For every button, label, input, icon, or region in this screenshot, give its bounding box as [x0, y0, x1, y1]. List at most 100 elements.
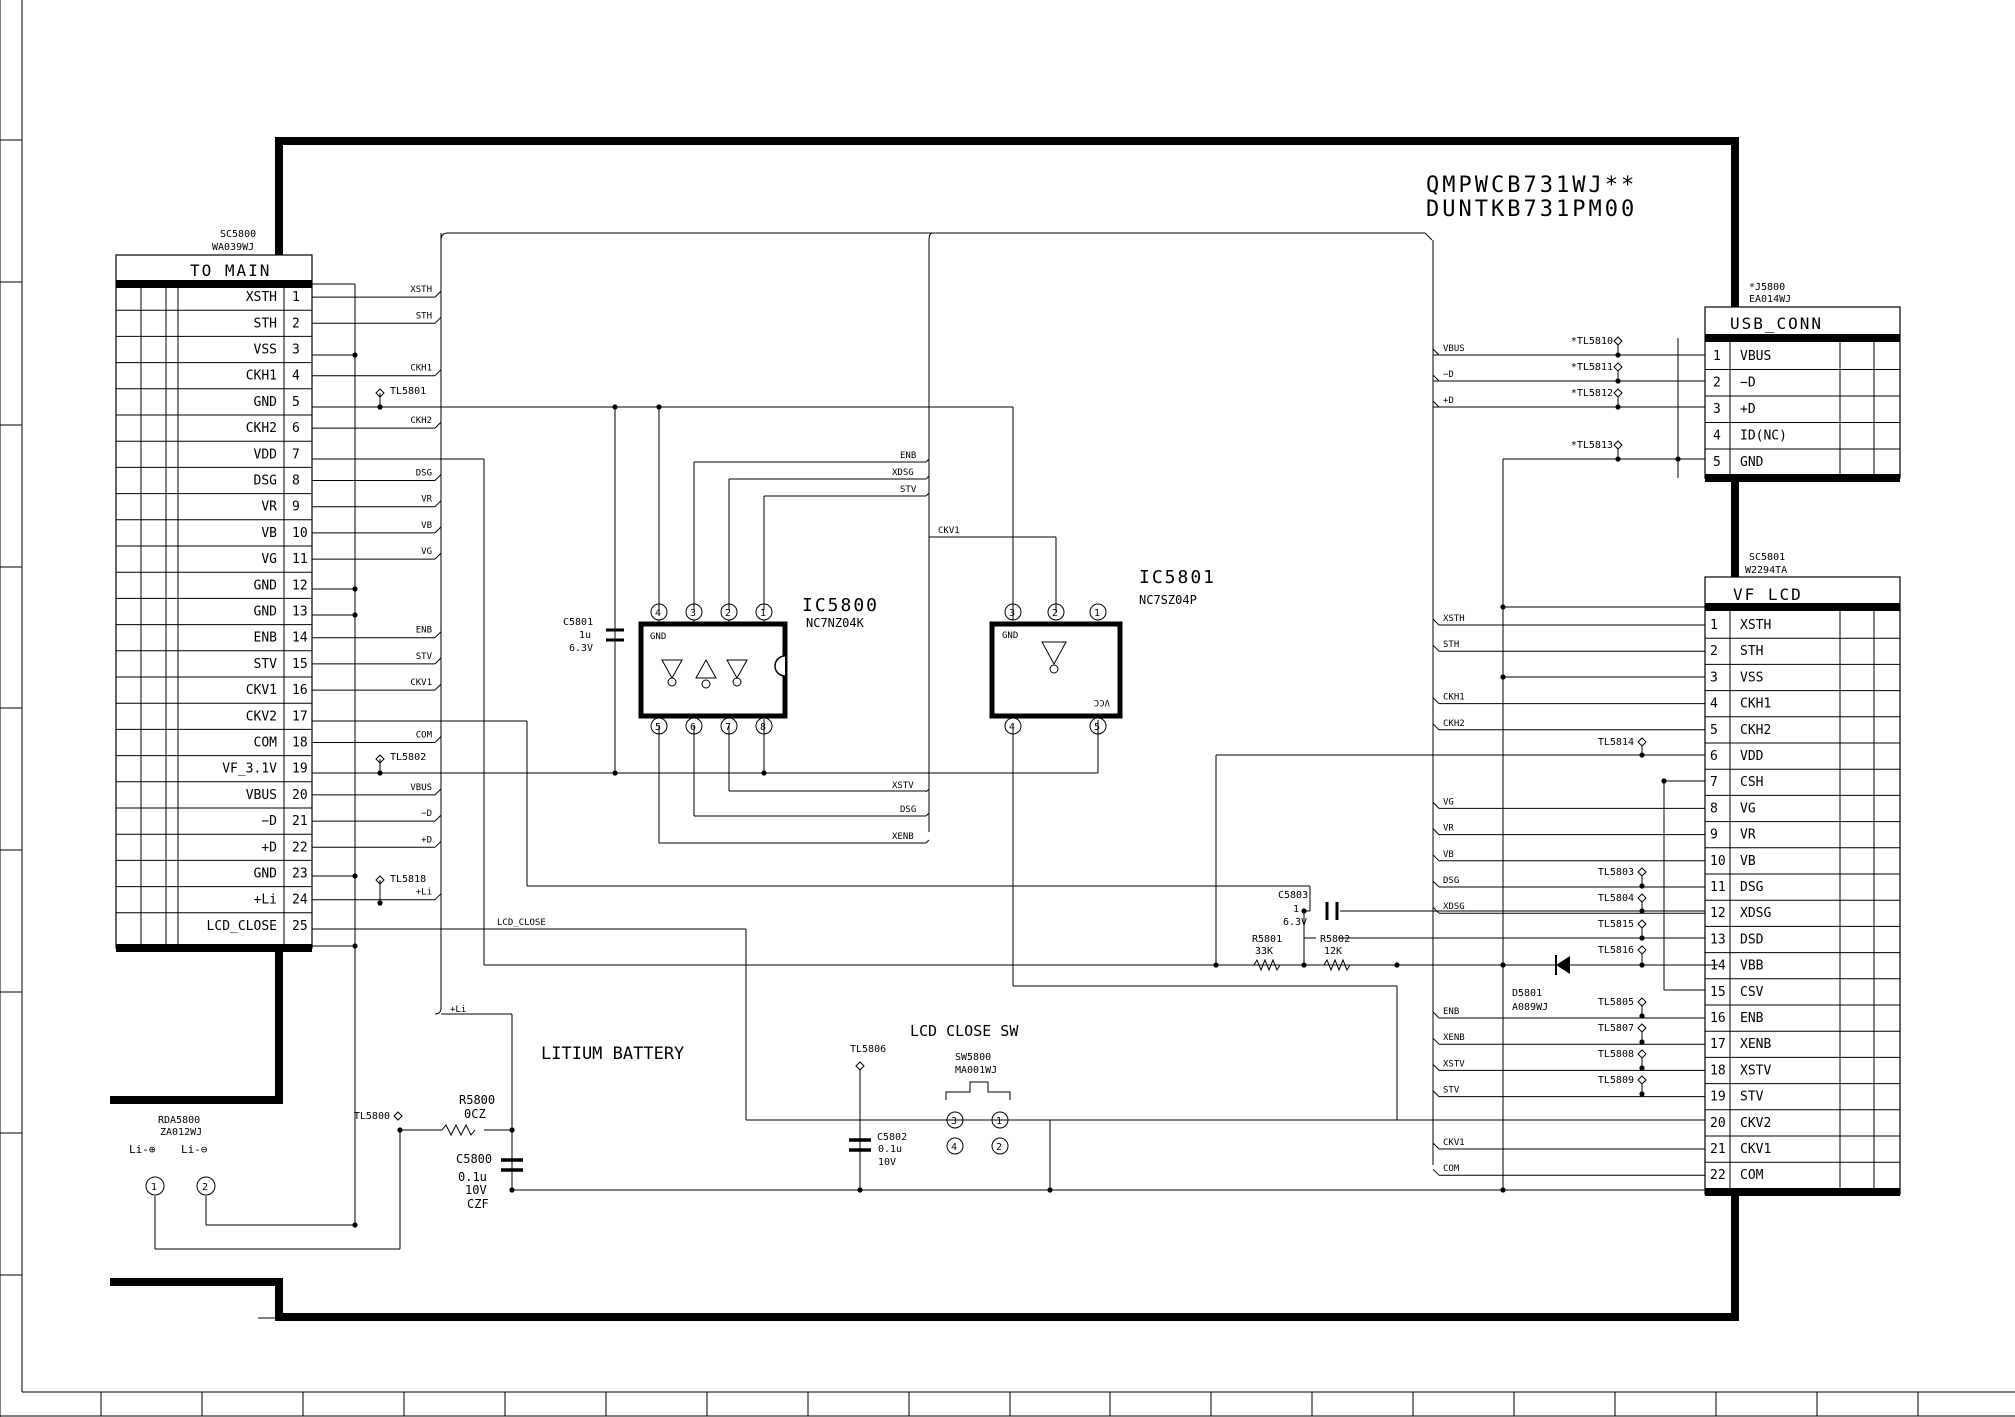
vf-lcd-pin-name: ENB: [1740, 1011, 1764, 1026]
testpoint-tl5815: TL5815: [1598, 919, 1634, 930]
testpoint-tl5802: TL5802: [390, 752, 426, 763]
right-lcd-net-label: XSTH: [1443, 614, 1465, 624]
vf-lcd-pin-num: 15: [1710, 985, 1726, 1000]
left-net-label: VB: [421, 521, 432, 531]
ic5800-net-label: XSTV: [892, 781, 914, 791]
vf-lcd-pin-name: XSTV: [1740, 1063, 1771, 1078]
left-net-label: CKV1: [410, 678, 432, 688]
to-main-pin-num: 2: [292, 316, 300, 331]
to-main-pin-num: 11: [292, 552, 308, 567]
lcd-sw-pin-4: 4: [951, 1142, 957, 1153]
left-net-label: XSTH: [410, 285, 432, 295]
ic5800-pin: 4: [655, 608, 661, 619]
testpoint-tl5801: TL5801: [390, 386, 426, 397]
lcd-close-switch: LCD CLOSE SW SW5800 MA001WJ 3 1 4 2 C580…: [849, 1022, 1019, 1168]
usb-pin-num: 3: [1713, 402, 1721, 417]
ic5801-pin: 3: [1009, 608, 1015, 619]
to-main-pin-num: 1: [292, 290, 300, 305]
left-net-label: +D: [421, 835, 432, 845]
to-main-pin-num: 23: [292, 867, 308, 882]
vf-lcd-pin-num: 9: [1710, 828, 1718, 843]
right-lcd-net-label: COM: [1443, 1164, 1460, 1174]
to-main-pin-name: GND: [254, 867, 278, 882]
left-net-label: CKH1: [410, 364, 432, 374]
to-main-pin-name: VR: [261, 500, 277, 515]
vf-lcd-pin-num: 21: [1710, 1142, 1726, 1157]
vf-lcd-pin-name: VG: [1740, 801, 1756, 816]
ic5800-pin: 7: [725, 722, 731, 733]
battery-part: ZA012WJ: [160, 1127, 202, 1138]
to-main-pin-name: STV: [254, 657, 278, 672]
to-main-part: WA039WJ: [212, 242, 254, 253]
vf-lcd-pin-name: XSTH: [1740, 618, 1771, 633]
ic5800-part: NC7NZ04K: [806, 616, 865, 630]
left-net-label: DSG: [416, 469, 432, 479]
usb-part: EA014WJ: [1749, 294, 1791, 305]
to-main-pin-name: CKV2: [246, 709, 277, 724]
testpoint-tl5808: TL5808: [1598, 1049, 1634, 1060]
to-main-pin-name: LCD_CLOSE: [207, 919, 277, 934]
to-main-pin-name: +D: [261, 840, 277, 855]
testpoint-tl5806: TL5806: [850, 1044, 886, 1055]
right-usb-net-label: −D: [1443, 370, 1454, 380]
testpoint-tl5805: TL5805: [1598, 997, 1634, 1008]
lcd-sw-pin-1: 1: [996, 1116, 1002, 1127]
c5802-ref: C5802: [877, 1132, 907, 1143]
to-main-pin-name: VB: [261, 526, 277, 541]
right-usb-net-label: +D: [1443, 396, 1454, 406]
lcd-sw-pin-3: 3: [951, 1116, 957, 1127]
to-main-pin-num: 9: [292, 500, 300, 515]
ic5800-pin: 3: [690, 608, 696, 619]
ic5801-part: NC7SZ04P: [1139, 593, 1197, 607]
ic5801-net-label: CKV1: [938, 526, 960, 536]
testpoint-tl5811: *TL5811: [1571, 362, 1613, 373]
left-net-label: +Li: [416, 888, 432, 898]
board-id-line-2: DUNTKB731PM00: [1426, 197, 1637, 222]
to-main-pin-name: XSTH: [246, 290, 277, 305]
right-usb-net-label: VBUS: [1443, 344, 1465, 354]
vf-lcd-pin-num: 7: [1710, 775, 1718, 790]
vf-lcd-pin-num: 11: [1710, 880, 1726, 895]
usb-pin-name: ID(NC): [1740, 429, 1787, 444]
left-bus-wiring: XSTHSTHCKH1CKH2DSGVRVBVGENBSTVCKV1COMVBU…: [312, 232, 1705, 1220]
c5801: C5801 1u 6.3V: [563, 617, 624, 773]
r5802-ref: R5802: [1320, 934, 1350, 945]
to-main-pin-num: 22: [292, 840, 308, 855]
battery-pos: Li-⊕: [129, 1143, 156, 1156]
d5801-ref: D5801: [1512, 988, 1542, 999]
to-main-pin-num: 5: [292, 395, 300, 410]
lcd-sw-label: LCD CLOSE SW: [910, 1022, 1019, 1040]
ic5800-pin: 2: [725, 608, 731, 619]
vf-lcd-pin-name: CKV2: [1740, 1116, 1771, 1131]
lcd-close-net-label: LCD_CLOSE: [497, 918, 546, 928]
to-main-title: TO MAIN: [190, 261, 271, 280]
battery-neg: Li-⊖: [181, 1143, 208, 1156]
usb-pin-num: 2: [1713, 376, 1721, 391]
lcd-sw-part: MA001WJ: [955, 1065, 997, 1076]
to-main-pin-name: VSS: [254, 343, 277, 358]
to-main-pin-name: VBUS: [246, 788, 277, 803]
vf-lcd-pin-num: 6: [1710, 749, 1718, 764]
left-net-label: ENB: [416, 626, 432, 636]
left-net-label: STV: [416, 652, 433, 662]
to-main-pin-name: VF_3.1V: [222, 762, 277, 777]
r5800-ref: R5800: [459, 1093, 495, 1107]
left-net-label: COM: [416, 731, 433, 741]
usb-pin-name: GND: [1740, 455, 1764, 470]
to-main-pin-num: 24: [292, 893, 308, 908]
left-net-label: −D: [421, 809, 432, 819]
usb-pin-name: VBUS: [1740, 349, 1771, 364]
right-lcd-net-label: STV: [1443, 1086, 1460, 1096]
c5800-ref: C5800: [456, 1152, 492, 1166]
testpoint-tl5816: TL5816: [1598, 945, 1634, 956]
testpoint-tl5818: TL5818: [390, 874, 426, 885]
vf-lcd-pin-num: 17: [1710, 1037, 1726, 1052]
right-lcd-net-label: CKV1: [1443, 1138, 1465, 1148]
vf-lcd-pin-name: CSH: [1740, 775, 1763, 790]
to-main-pin-name: CKV1: [246, 683, 277, 698]
board-id-line-1: QMPWCB731WJ**: [1426, 173, 1637, 198]
ic5801-ref: IC5801: [1139, 567, 1216, 588]
